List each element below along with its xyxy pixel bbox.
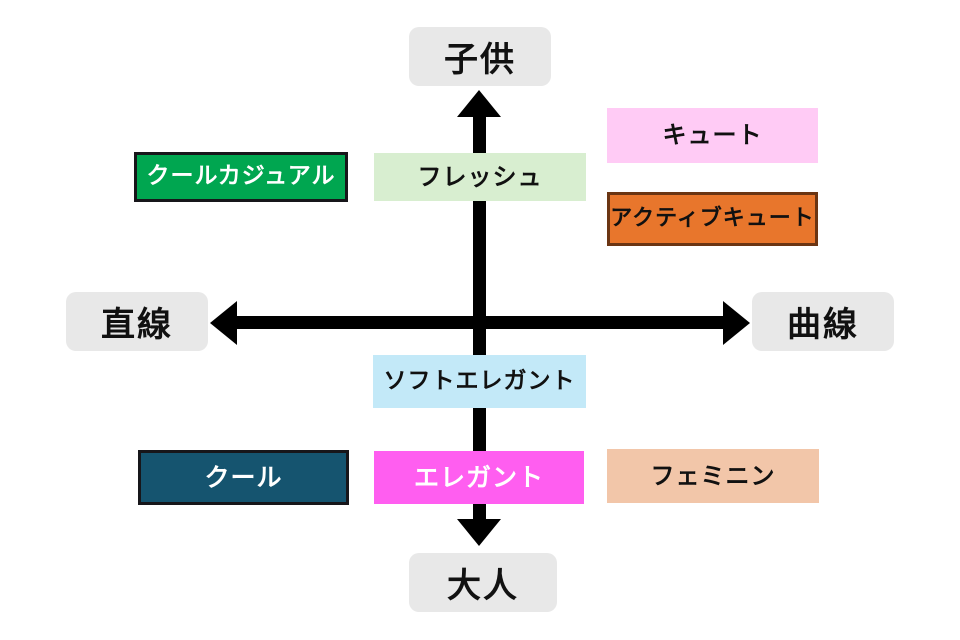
arrow-down-icon (457, 519, 501, 546)
style-box-cool[interactable]: クール (138, 450, 349, 505)
axis-label-right: 曲線 (752, 292, 894, 351)
arrow-left-icon (210, 301, 237, 345)
arrow-right-icon (723, 301, 750, 345)
axis-label-left: 直線 (66, 292, 208, 351)
style-box-cute[interactable]: キュート (607, 108, 818, 163)
axis-label-bottom: 大人 (409, 553, 557, 612)
axis-label-top: 子供 (409, 27, 551, 86)
style-box-active-cute[interactable]: アクティブキュート (607, 192, 818, 246)
style-box-cool-casual[interactable]: クールカジュアル (134, 152, 348, 202)
style-box-fresh[interactable]: フレッシュ (374, 153, 586, 201)
style-box-soft-elegant[interactable]: ソフトエレガント (373, 355, 586, 408)
arrow-up-icon (457, 90, 501, 117)
style-box-feminine[interactable]: フェミニン (607, 449, 819, 503)
style-box-elegant[interactable]: エレガント (374, 451, 584, 504)
horizontal-axis-line (228, 316, 732, 329)
